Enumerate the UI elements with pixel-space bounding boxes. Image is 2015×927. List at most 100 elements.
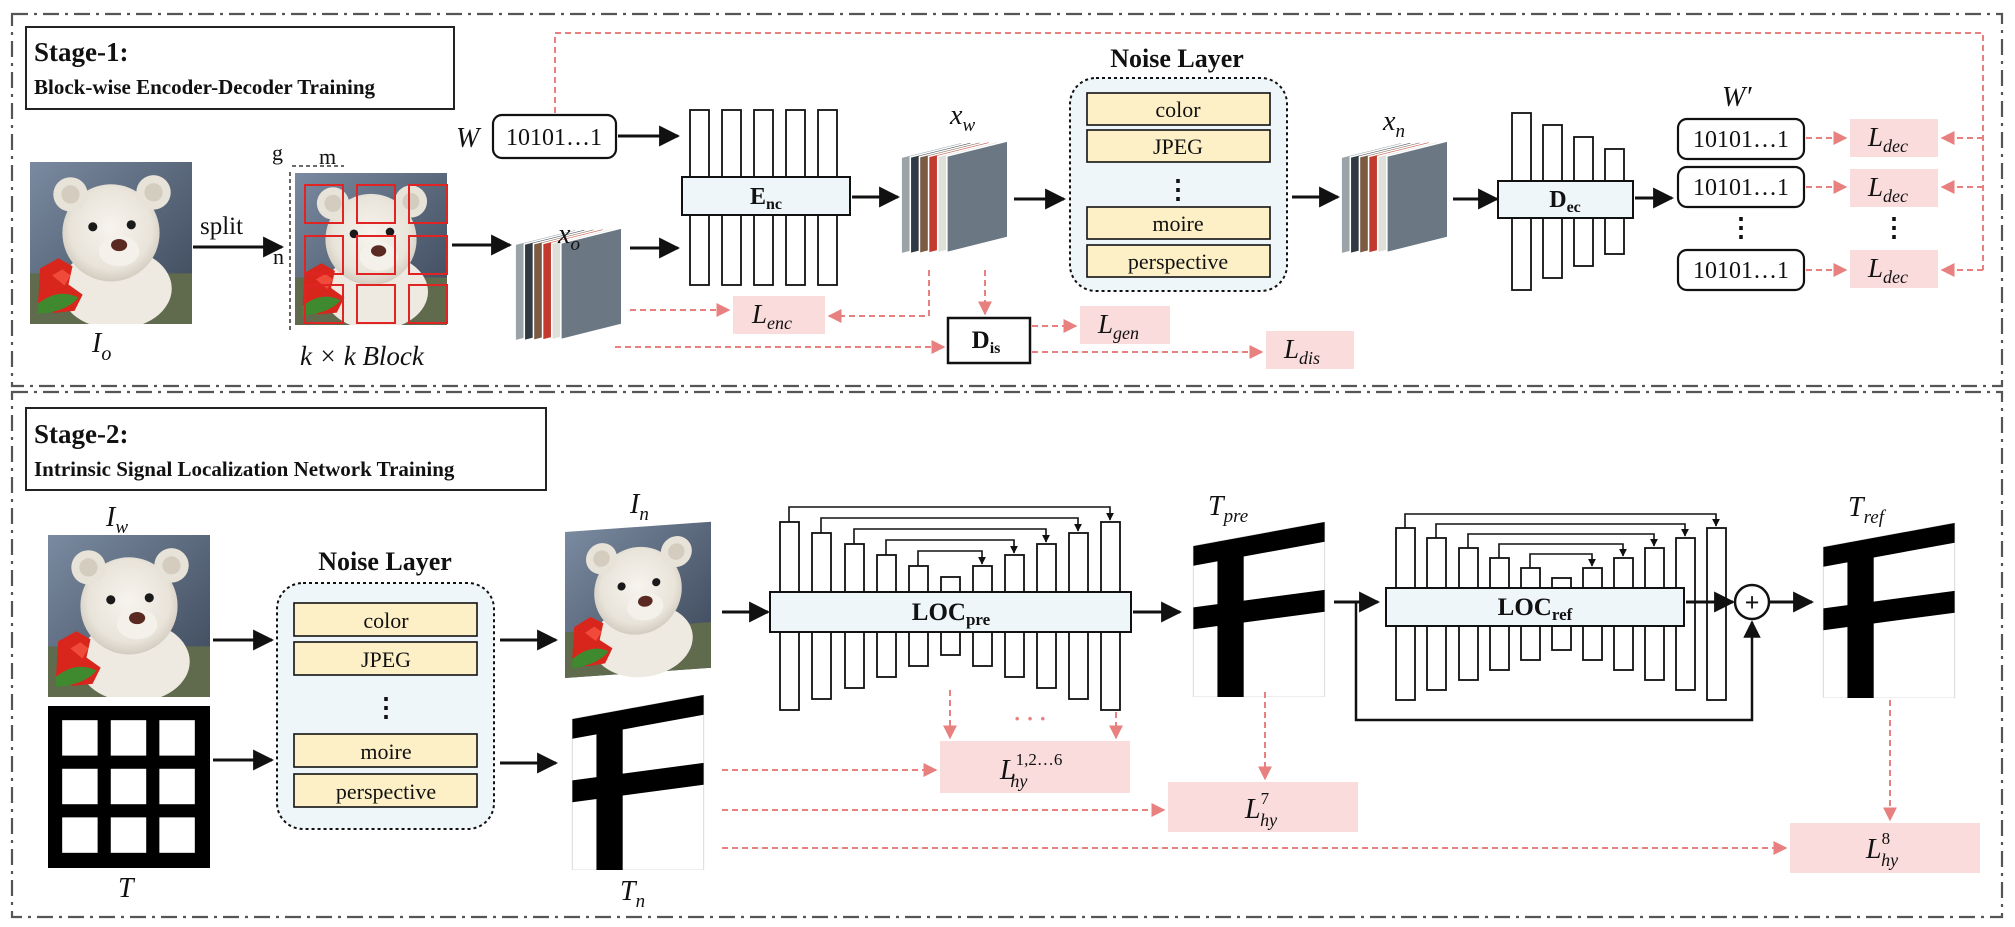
w-bits: 10101…1 (506, 125, 602, 151)
loss-dis-label: Ldis (1283, 334, 1320, 368)
noise-item-jpeg: JPEG (361, 647, 411, 672)
loss-gen-box (1080, 306, 1170, 344)
xw-stack (900, 135, 1009, 265)
decoded-bits: 10101…1 (1693, 127, 1789, 153)
tn-label: Tn (620, 876, 645, 912)
loss-dec-arrows (554, 32, 1984, 277)
xw-label: xw (949, 100, 975, 136)
dim-n-label: n (273, 244, 284, 269)
t-label: T (118, 873, 136, 904)
loss-gen-label: Lgen (1097, 309, 1139, 343)
noise-item-box (293, 733, 478, 768)
stage2-subtitle: Intrinsic Signal Localization Network Tr… (34, 457, 455, 481)
tref-image (1822, 523, 1956, 698)
disc-box (946, 316, 1032, 365)
residual-skip (1354, 602, 1761, 722)
stage2-title: Stage-2: (34, 419, 128, 449)
noise-item-box (1086, 244, 1271, 278)
decoded-bits-ellipsis: ⋮ (1728, 213, 1754, 242)
loc-ref-label: LOCref (1498, 594, 1573, 624)
tn-image (571, 695, 705, 870)
stage1-title-box (25, 26, 455, 110)
encoder-label: Enc (750, 184, 782, 213)
loss-dec-ellipsis: ⋮ (1881, 213, 1907, 242)
disc-label: Dis (972, 327, 1001, 357)
decoder (1497, 112, 1634, 291)
loc-pre-network (769, 506, 1132, 711)
loss-dec-box (1850, 119, 1938, 157)
decoded-bits: 10101…1 (1693, 258, 1789, 284)
noise-item-ellipsis: ⋮ (373, 693, 399, 722)
encoder (681, 109, 851, 286)
decoded-bits-box (1676, 165, 1806, 209)
in-label: In (629, 489, 649, 525)
tpre-image (1192, 522, 1326, 697)
xn-label: xn (1382, 106, 1405, 142)
loss-dec-box (1850, 250, 1938, 288)
decoder-label: Dec (1549, 187, 1581, 216)
xn-stack (1340, 135, 1449, 265)
loss-dis-box (1266, 331, 1354, 369)
block-label: k × k Block (300, 341, 425, 371)
loss-dec-box (1850, 169, 1938, 207)
block-image (295, 173, 448, 325)
t-mask-image (48, 706, 210, 868)
dots-label: · · · (1013, 706, 1046, 731)
plus-sign: + (1745, 588, 1760, 617)
noise-title-2: Noise Layer (318, 547, 452, 576)
noise-item-moire: moire (360, 739, 411, 764)
noise-item-moire: moire (1152, 211, 1203, 236)
loss-enc-label: Lenc (751, 299, 792, 333)
loss-enc-box (733, 296, 825, 334)
stage1-subtitle: Block-wise Encoder-Decoder Training (34, 75, 376, 99)
noise-item-box (293, 773, 478, 808)
stage1-title: Stage-1: (34, 37, 128, 67)
loss-dec-label: Ldec (1867, 253, 1908, 287)
noise-item-jpeg: JPEG (1153, 134, 1203, 159)
loss-hy-1-6-box (940, 741, 1130, 793)
input-image-io (30, 162, 192, 324)
dim-g-label: g (272, 140, 283, 165)
decoded-bits-box (1676, 248, 1806, 292)
noise-item-color: color (1155, 97, 1201, 122)
noise-item-box (293, 641, 478, 676)
stage1-loss-arrows (615, 270, 1264, 359)
noise-title-1: Noise Layer (1110, 44, 1244, 73)
tpre-label: Tpre (1208, 491, 1248, 527)
decoded-bits-box (1676, 117, 1806, 161)
loc-ref-network (1385, 513, 1727, 701)
xo-label: xo (557, 219, 580, 255)
loss-dec-label: Ldec (1867, 172, 1908, 206)
noise-item-box (1086, 206, 1271, 240)
noise-item-box (1086, 129, 1271, 163)
w-bits-box (491, 113, 618, 160)
tref-label: Tref (1848, 492, 1887, 528)
w-label: W (456, 123, 482, 154)
noise-item-color: color (363, 608, 409, 633)
io-label: Io (91, 328, 111, 365)
loss-dec-label: Ldec (1867, 122, 1908, 156)
loss-hy-8-box (1790, 823, 1980, 873)
iw-image (48, 535, 210, 697)
stage1-frame (10, 12, 2004, 388)
loss-hy-7-box (1168, 782, 1358, 832)
iw-label: Iw (105, 502, 128, 538)
stage2-frame (10, 390, 2004, 919)
stage2-title-box (25, 407, 547, 491)
decoded-bits: 10101…1 (1693, 175, 1789, 201)
noise-item-box (293, 602, 478, 637)
loc-pre-label: LOCpre (912, 599, 991, 629)
noise-item-perspective: perspective (1128, 249, 1228, 274)
in-image (565, 521, 711, 683)
wprime-label: W′ (1722, 82, 1752, 113)
dim-m-label: m (319, 144, 336, 169)
noise-item-box (1086, 92, 1271, 126)
noise-item-perspective: perspective (336, 779, 436, 804)
split-label: split (200, 213, 243, 240)
stage2-loss-arrows (722, 690, 1897, 855)
plus-circle (1733, 583, 1771, 621)
